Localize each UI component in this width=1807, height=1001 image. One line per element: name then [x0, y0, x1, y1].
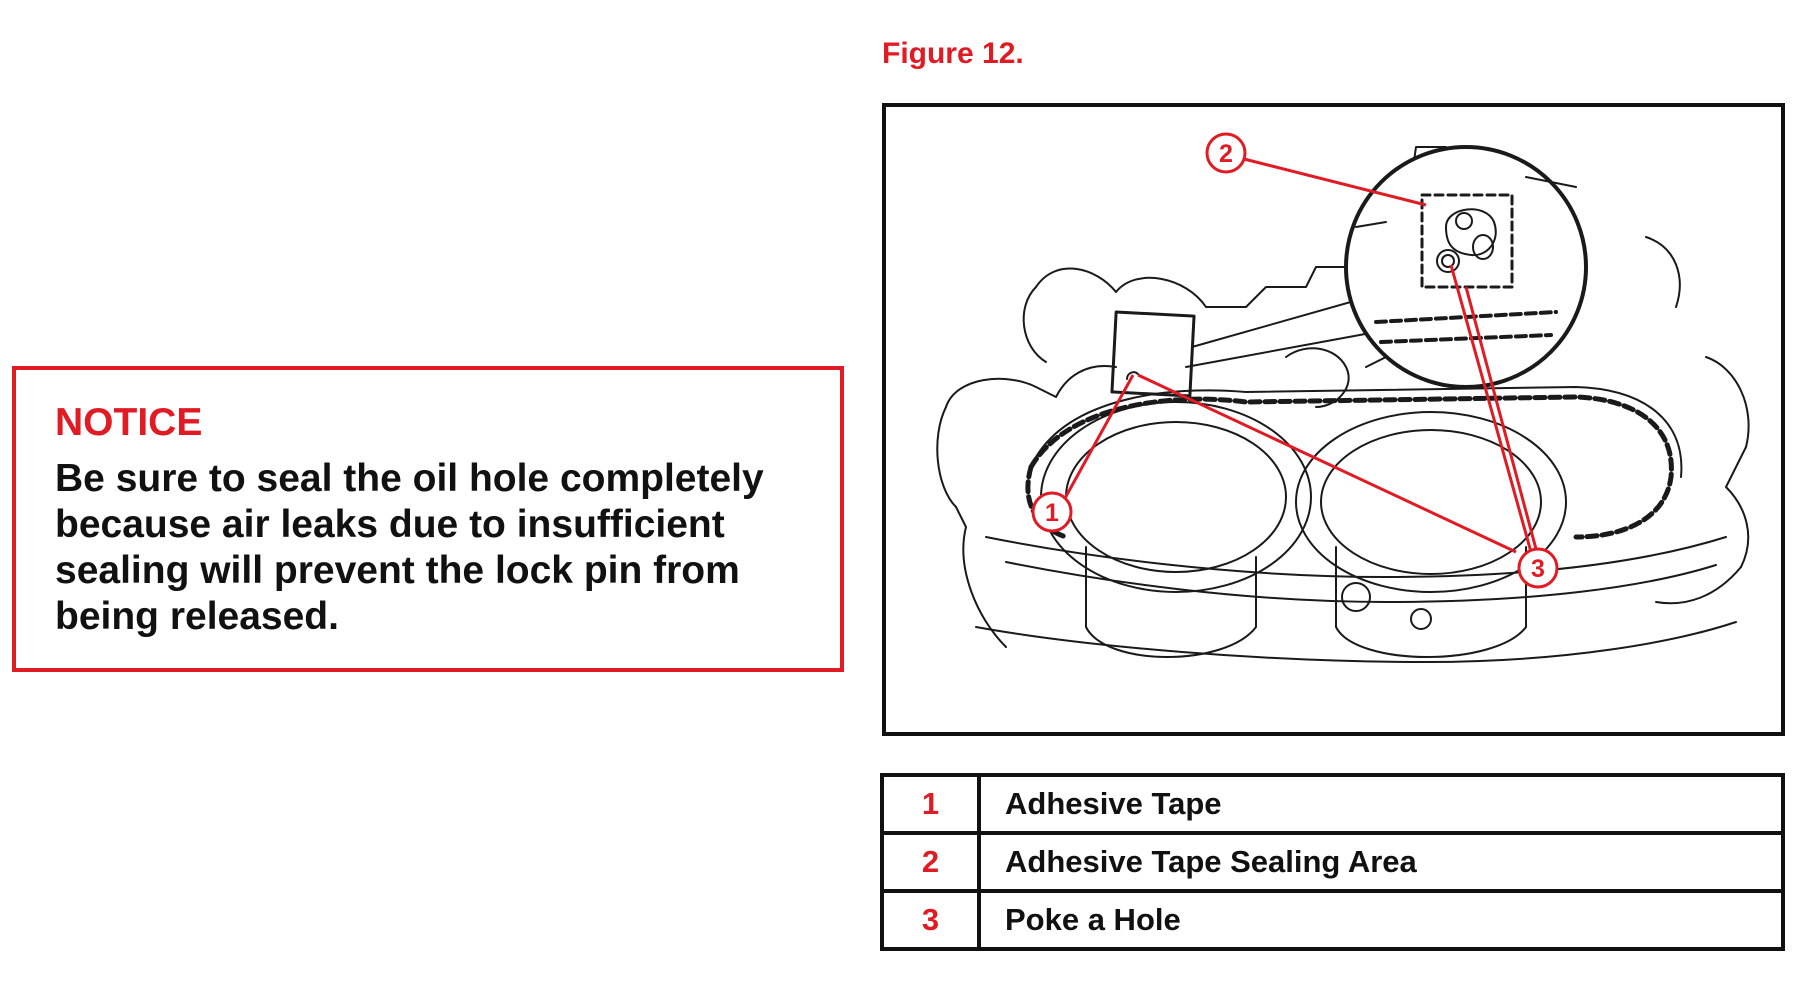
- legend-row: 3 Poke a Hole: [880, 889, 1785, 951]
- callout-1-label: 1: [1045, 499, 1059, 527]
- legend-table: 1 Adhesive Tape 2 Adhesive Tape Sealing …: [880, 773, 1785, 951]
- figure-illustration: 1 2 3: [882, 103, 1785, 736]
- callout-3-label: 3: [1531, 555, 1545, 583]
- legend-row: 2 Adhesive Tape Sealing Area: [880, 831, 1785, 893]
- legend-description: Adhesive Tape Sealing Area: [977, 831, 1785, 893]
- notice-box: NOTICE Be sure to seal the oil hole comp…: [12, 366, 844, 672]
- notice-title: NOTICE: [55, 401, 203, 444]
- callout-2-label: 2: [1219, 140, 1233, 168]
- engine-timing-chain-drawing: 1 2 3: [936, 132, 1750, 663]
- legend-number: 3: [880, 889, 981, 951]
- legend-row: 1 Adhesive Tape: [880, 773, 1785, 835]
- legend-description: Adhesive Tape: [977, 773, 1785, 835]
- notice-text: Be sure to seal the oil hole completely …: [55, 457, 764, 638]
- figure-title: Figure 12.: [882, 37, 1024, 70]
- legend-number: 2: [880, 831, 981, 893]
- legend-number: 1: [880, 773, 981, 835]
- legend-description: Poke a Hole: [977, 889, 1785, 951]
